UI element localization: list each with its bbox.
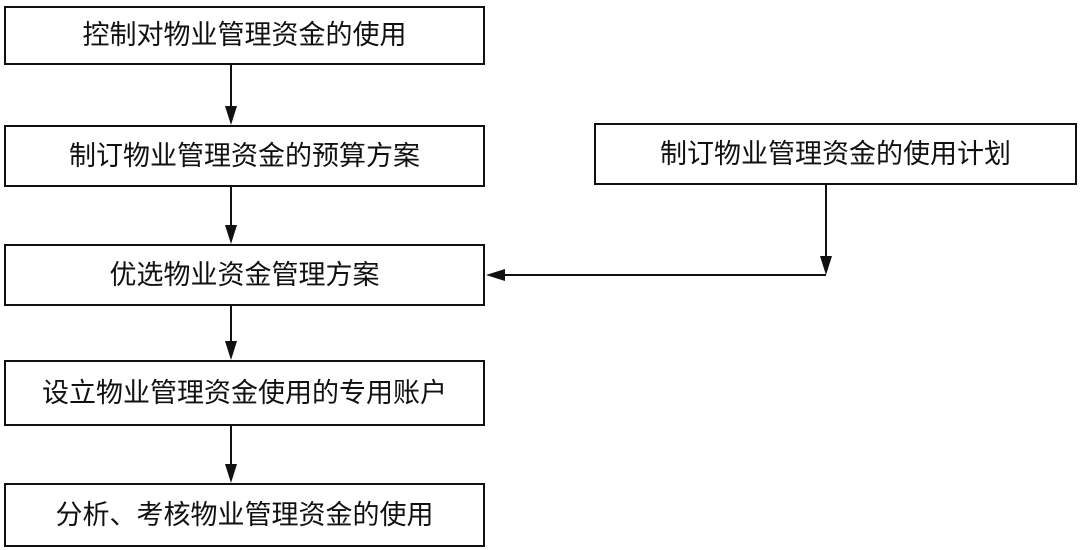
side-input-label: 制订物业管理资金的使用计划 xyxy=(660,138,1011,170)
step-analyze-assess: 分析、考核物业管理资金的使用 xyxy=(4,483,485,547)
step-select-plan: 优选物业资金管理方案 xyxy=(4,244,485,306)
arrowhead-2-3 xyxy=(225,225,237,244)
step-budget-plan: 制订物业管理资金的预算方案 xyxy=(4,125,485,187)
step-label: 控制对物业管理资金的使用 xyxy=(82,20,407,51)
arrowhead-side-down xyxy=(820,256,832,275)
side-input-usage-plan: 制订物业管理资金的使用计划 xyxy=(594,123,1077,185)
step-dedicated-account: 设立物业管理资金使用的专用账户 xyxy=(4,360,485,426)
step-label: 优选物业资金管理方案 xyxy=(109,259,380,291)
arrowhead-3-4 xyxy=(225,341,237,360)
step-control-usage: 控制对物业管理资金的使用 xyxy=(4,6,485,65)
arrowhead-1-2 xyxy=(225,106,237,125)
step-label: 分析、考核物业管理资金的使用 xyxy=(55,499,434,531)
arrowhead-side-left xyxy=(486,269,505,281)
step-label: 设立物业管理资金使用的专用账户 xyxy=(42,377,447,409)
arrowhead-4-5 xyxy=(225,464,237,483)
step-label: 制订物业管理资金的预算方案 xyxy=(69,140,420,172)
